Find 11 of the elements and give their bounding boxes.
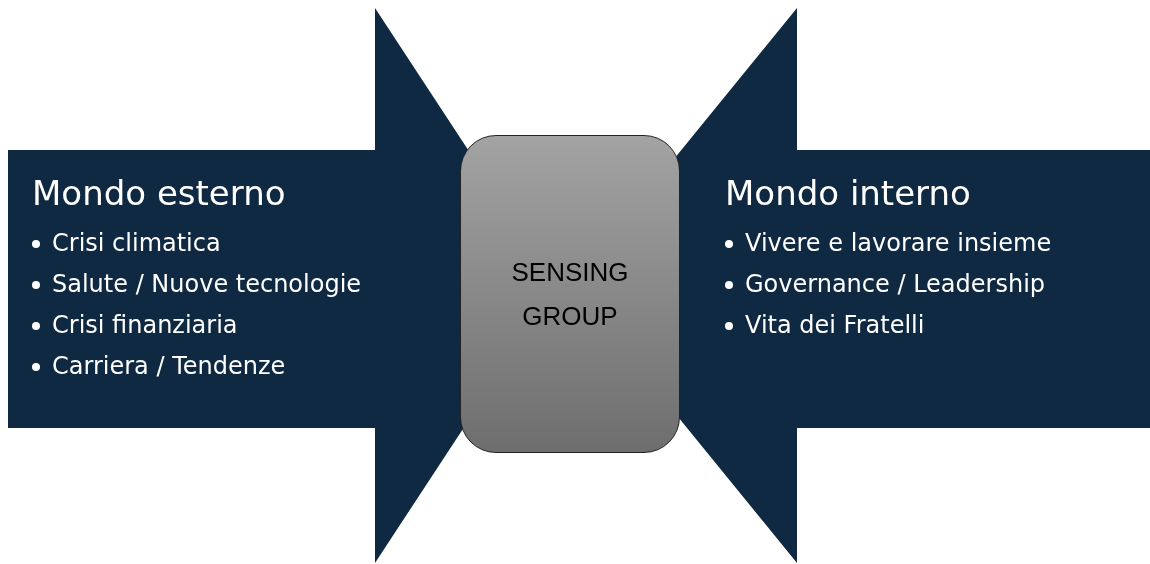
bullet-item: Crisi finanziaria (52, 310, 238, 341)
heading: Mondo interno (725, 173, 972, 213)
bullet-item: Vita dei Fratelli (745, 310, 925, 341)
bullet-item: Carriera / Tendenze (52, 351, 286, 382)
bullet-item: Salute / Nuove tecnologie (52, 269, 362, 300)
heading: Mondo esterno (32, 173, 287, 213)
bullet-item: Vivere e lavorare insieme (745, 228, 1052, 259)
bullet-item: Crisi climatica (52, 228, 221, 259)
rounded-box (460, 135, 680, 453)
bullet-item: Governance / Leadership (745, 269, 1046, 300)
box-label: SENSING GROUP (510, 256, 630, 333)
